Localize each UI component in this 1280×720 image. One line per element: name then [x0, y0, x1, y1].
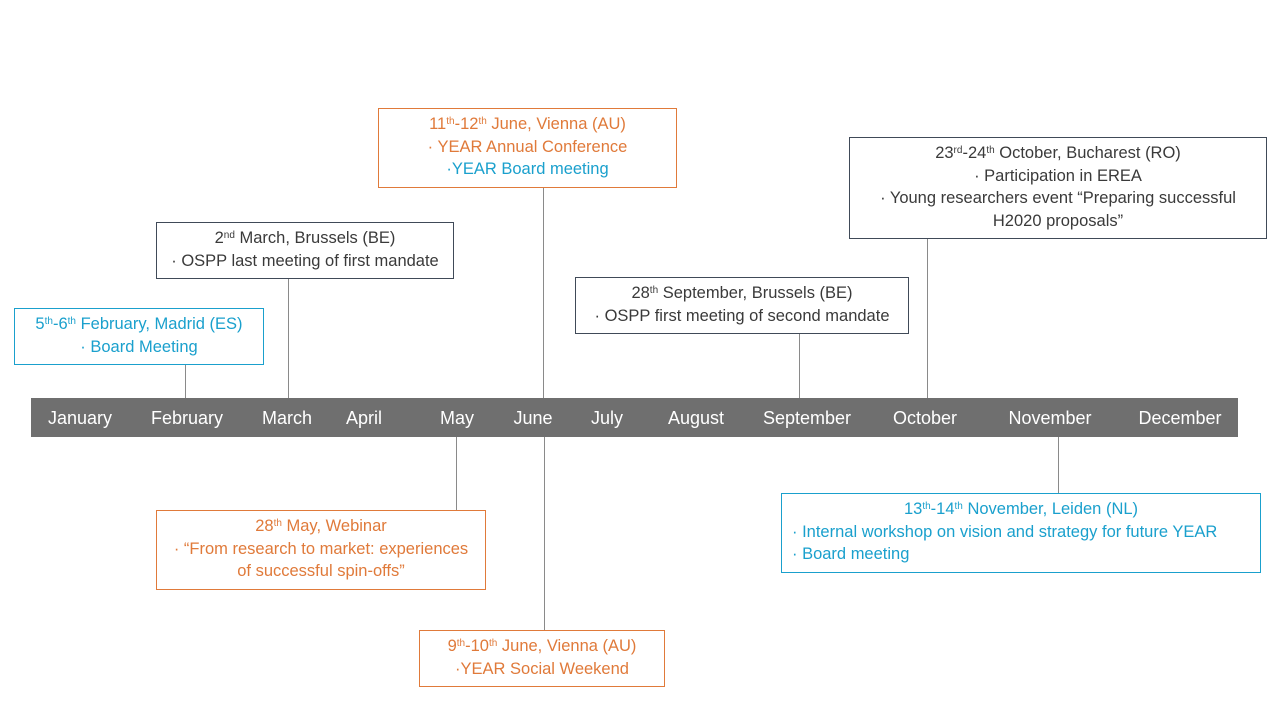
event-item: · OSPP first meeting of second mandate [594, 306, 890, 325]
month-june: June [513, 408, 553, 428]
event-item: of successful spin-offs” [237, 562, 405, 580]
month-january: January [47, 408, 113, 428]
event-february-madrid: 5th-6th February, Madrid (ES) · Board Me… [14, 308, 264, 365]
month-august: August [667, 408, 725, 428]
event-date: 5th-6th February, Madrid (ES) [35, 315, 243, 333]
event-date: 23rd-24th October, Bucharest (RO) [935, 144, 1181, 162]
month-april: April [345, 408, 383, 428]
event-item: ·YEAR Board meeting [446, 160, 609, 178]
event-item: · Internal workshop on vision and strate… [792, 522, 1218, 541]
event-item: · Young researchers event “Preparing suc… [880, 189, 1236, 207]
event-date: 2nd March, Brussels (BE) [214, 229, 396, 247]
event-march-brussels: 2nd March, Brussels (BE) · OSPP last mee… [156, 222, 454, 279]
event-may-webinar: 28th May, Webinar · “From research to ma… [156, 510, 486, 590]
month-september: September [762, 408, 852, 428]
event-november-leiden: 13th-14th November, Leiden (NL) · Intern… [781, 493, 1261, 573]
event-item: · YEAR Annual Conference [427, 137, 628, 156]
month-november: November [1008, 408, 1092, 428]
connector-september [799, 333, 800, 398]
event-item: · Participation in EREA [974, 166, 1142, 185]
month-may: May [439, 408, 475, 428]
event-item: · OSPP last meeting of first mandate [171, 251, 439, 270]
event-june-vienna-social: 9th-10th June, Vienna (AU) ·YEAR Social … [419, 630, 665, 687]
event-item: · Board meeting [792, 545, 910, 563]
event-date: 28th May, Webinar [255, 517, 387, 535]
month-october: October [892, 408, 958, 428]
connector-november [1058, 437, 1059, 494]
connector-june-bottom [544, 437, 545, 631]
month-july: July [590, 408, 624, 428]
event-date: 11th-12th June, Vienna (AU) [429, 115, 626, 133]
event-date: 9th-10th June, Vienna (AU) [447, 637, 637, 655]
event-item: ·YEAR Social Weekend [455, 659, 629, 678]
connector-may [456, 437, 457, 511]
event-june-vienna-conference: 11th-12th June, Vienna (AU) · YEAR Annua… [378, 108, 677, 188]
month-march: March [261, 408, 313, 428]
connector-october [927, 238, 928, 398]
timeline-bar: January February March April May June Ju… [31, 398, 1238, 437]
event-item: · “From research to market: experiences [173, 539, 469, 558]
event-september-brussels: 28th September, Brussels (BE) · OSPP fir… [575, 277, 909, 334]
event-item: H2020 proposals” [992, 211, 1124, 230]
connector-march [288, 278, 289, 398]
event-october-bucharest: 23rd-24th October, Bucharest (RO) · Part… [849, 137, 1267, 239]
event-date: 13th-14th November, Leiden (NL) [903, 500, 1139, 518]
connector-june-top [543, 187, 544, 398]
event-item: · Board Meeting [80, 337, 198, 356]
month-february: February [150, 408, 224, 428]
connector-february [185, 364, 186, 398]
month-december: December [1138, 408, 1222, 428]
event-date: 28th September, Brussels (BE) [631, 284, 853, 302]
